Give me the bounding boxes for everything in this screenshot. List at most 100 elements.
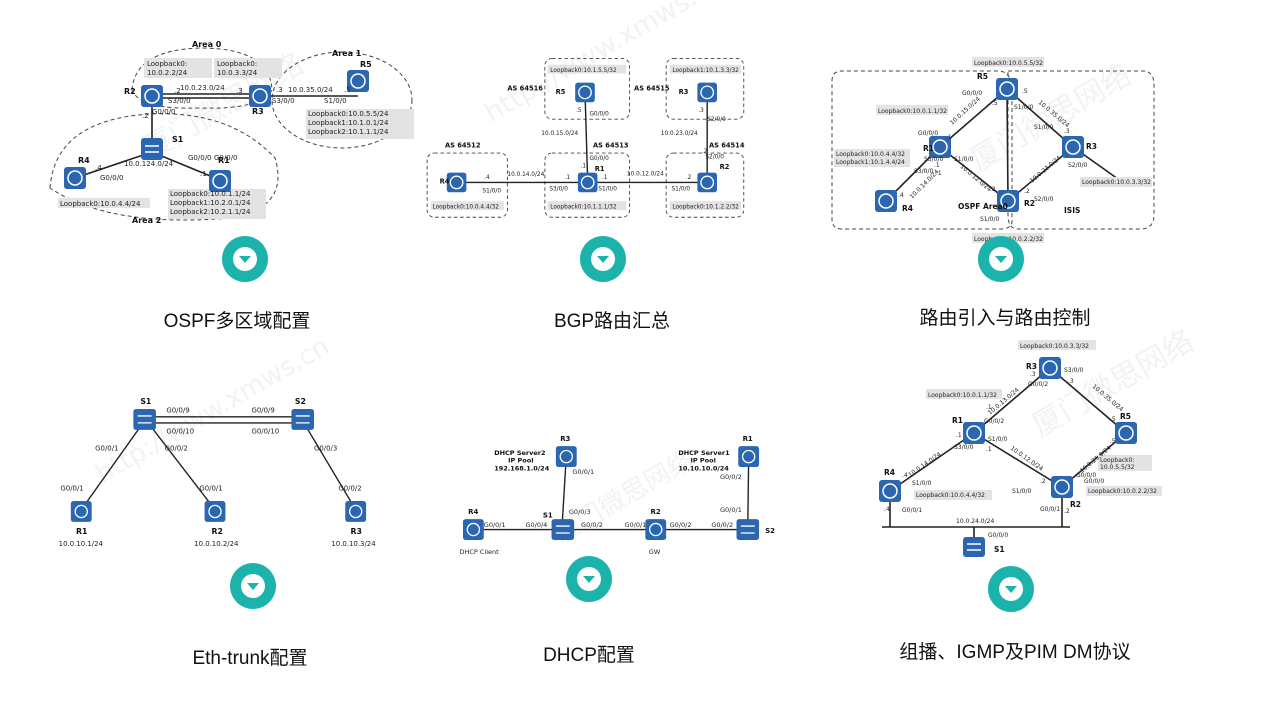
diagram-text: DHCP Server1 (678, 449, 730, 457)
diagram-text: S1/0/0 (980, 216, 999, 223)
diagram-text: S2/0/0 (707, 117, 726, 123)
router-icon[interactable] (462, 519, 484, 540)
diagram-shape (347, 70, 369, 92)
router-icon[interactable] (575, 82, 595, 103)
diagram-text: .2 (702, 149, 708, 155)
router-icon[interactable] (1039, 357, 1061, 379)
diagram-text: R4 (468, 508, 478, 516)
router-icon[interactable] (1062, 136, 1084, 158)
diagram-text: .1 (200, 170, 207, 178)
diagram-text: AS 64512 (445, 142, 481, 150)
diagram-text: Loopback0:10.0.5.5/32 (974, 60, 1043, 67)
router-icon[interactable] (738, 446, 760, 467)
diagram-text: S1/0/0 (324, 97, 347, 105)
diagram-text: G0/0/0 (1076, 472, 1096, 479)
switch-icon[interactable] (133, 409, 156, 430)
expand-button[interactable] (222, 236, 268, 282)
router-icon[interactable] (697, 82, 717, 103)
area1-boundary (271, 51, 413, 149)
diagram-text: R2 (212, 527, 223, 536)
switch-icon[interactable] (291, 409, 314, 430)
diagram-text: .1 (946, 134, 952, 141)
diagram-text: G0/0/4 (525, 521, 547, 529)
diagram-route-import: 厦门微思网络 R5 R1 R3 R4 R2 OSPF Area0 ISIS Lo… (828, 36, 1158, 266)
diagram-text: Loopback0:10.0.3.3/32 (1082, 179, 1151, 186)
diagram-shape (963, 422, 985, 444)
diagram-shape (932, 139, 948, 155)
router-icon[interactable] (697, 172, 717, 193)
diagram-shape (972, 57, 1044, 67)
diagram-shape (926, 389, 1002, 399)
diagram-shape (939, 146, 1009, 202)
switch-icon[interactable] (736, 519, 760, 540)
expand-button[interactable] (230, 563, 276, 609)
router-icon[interactable] (929, 136, 951, 158)
diagram-shape (74, 151, 153, 179)
chevron-down-icon (577, 567, 601, 591)
router-icon[interactable] (555, 446, 577, 467)
diagram-text: 10.0.124.0/24 (124, 160, 174, 168)
diagram-shape (669, 64, 742, 74)
router-icon[interactable] (577, 172, 598, 193)
router-icon[interactable] (64, 167, 86, 189)
router-icon[interactable] (1115, 422, 1137, 444)
router-icon[interactable] (249, 85, 271, 107)
diagram-shape (247, 583, 259, 590)
expand-button[interactable] (988, 566, 1034, 612)
expand-button[interactable] (566, 556, 612, 602)
diagram-text: R3 (1026, 362, 1037, 371)
diagram-shape (736, 519, 760, 540)
diagram-text: R5 (556, 88, 566, 96)
diagram-text: G0/0/1 (720, 506, 742, 514)
diagram-text: .2 (142, 112, 149, 120)
router-icon[interactable] (645, 519, 667, 540)
diagram-shape (214, 58, 282, 78)
router-icon[interactable] (963, 422, 985, 444)
diagram-shape (973, 367, 1051, 434)
switch-icon[interactable] (963, 537, 985, 557)
diagram-text: .4 (898, 192, 904, 199)
diagram-text: S1 (543, 511, 553, 519)
diagram-text: S3/0/0 (954, 444, 973, 451)
router-icon[interactable] (997, 190, 1019, 212)
chevron-down-icon (241, 574, 265, 598)
router-icon[interactable] (347, 70, 369, 92)
diagram-shape (547, 201, 627, 211)
router-icon[interactable] (1051, 476, 1073, 498)
diagram-text: .4 (902, 472, 908, 479)
zone-label: Area 2 (132, 216, 161, 225)
diagram-text: AS 64515 (634, 85, 670, 93)
router-icon[interactable] (70, 501, 92, 522)
diagram-shape (939, 88, 1008, 148)
expand-button[interactable] (580, 236, 626, 282)
diagram-text: 10.0.5.5/32 (1100, 464, 1135, 471)
router-icon[interactable] (204, 501, 226, 522)
diagram-shape (151, 151, 221, 181)
diagram-text: Loopback0:10.0.5.5/24 (308, 110, 389, 118)
device-label: S1 (172, 135, 184, 144)
router-icon[interactable] (879, 480, 901, 502)
switch-icon[interactable] (141, 138, 163, 160)
diagram-text: G0/0/3 (314, 445, 337, 453)
router-icon[interactable] (345, 501, 367, 522)
router-icon[interactable] (446, 172, 467, 193)
router-icon[interactable] (875, 190, 897, 212)
diagram-shape (80, 419, 147, 511)
diagram-text: G0/0/2 (338, 485, 361, 493)
diagram-text: G0/0/0 (589, 156, 609, 162)
expand-button[interactable] (978, 236, 1024, 282)
diagram-text: 10.0.24.0/24 (956, 518, 994, 525)
diagram-text: 10.0.12.0/24 (1009, 445, 1045, 473)
diagram-shape (144, 88, 160, 104)
diagram-shape (462, 519, 484, 540)
diagram-shape (580, 175, 595, 190)
router-icon[interactable] (996, 78, 1018, 100)
device-label: R2 (124, 87, 136, 96)
diagram-text: 10.0.14.0/24 (907, 451, 943, 479)
diagram-shape (597, 256, 609, 263)
diagram-shape (879, 480, 901, 502)
router-icon[interactable] (209, 170, 231, 192)
router-icon[interactable] (141, 85, 163, 107)
switch-icon[interactable] (551, 519, 575, 540)
diagram-shape (350, 73, 366, 89)
